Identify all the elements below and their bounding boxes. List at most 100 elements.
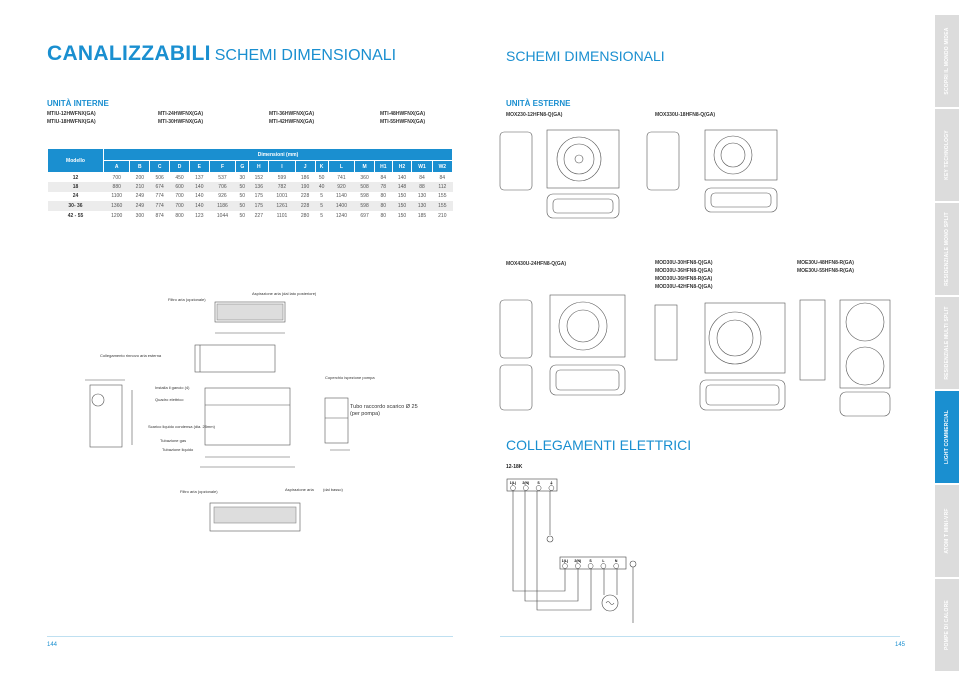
table-cell: 600	[169, 182, 190, 192]
model-cell: 30- 36	[47, 201, 104, 211]
model-header: Modello	[47, 148, 104, 173]
table-cell: 1101	[276, 212, 288, 219]
table-cell: 1001	[276, 193, 288, 200]
table-cell: 50	[318, 174, 325, 181]
indoor-unit-drawing: Filtro aria (opzionale) Aspirazione aria…	[85, 291, 375, 532]
table-cell: 50	[235, 201, 249, 211]
table-cell: 50	[239, 212, 246, 219]
outdoor-model-group-b: MOD30U-30HFN8-Q(GA)MOD30U-36HFN8-Q(GA)MO…	[655, 260, 713, 290]
table-cell: 697	[360, 212, 369, 219]
table-cell: 140	[189, 182, 210, 192]
table-cell: 140	[397, 174, 407, 181]
terminal-screw-icon	[600, 563, 607, 569]
table-cell: 80	[380, 193, 387, 200]
label-pump-cover: Coperchio ispezione pompa	[325, 375, 375, 380]
table-cell: 800	[175, 212, 184, 219]
table-cell: 700	[112, 174, 121, 181]
table-cell: 137	[195, 174, 204, 181]
column-header: K	[314, 160, 329, 173]
side-tab-label: KEY TECHNOLOGY	[944, 130, 950, 180]
table-cell: 150	[392, 201, 412, 211]
table-cell: 88	[411, 182, 433, 192]
indoor-model: MTI-55HWFNX(GA)	[380, 119, 425, 125]
terminal-screw-icon	[575, 563, 581, 569]
column-header: I	[268, 160, 296, 173]
table-cell: 123	[195, 212, 204, 219]
terminal-screw-icon	[535, 485, 542, 491]
table-cell: 150	[397, 212, 407, 219]
table-cell: 1100	[111, 193, 123, 200]
outdoor-model: MOX330U-18HFN8-Q(GA)	[655, 112, 716, 118]
terminal-label: ⏚	[550, 480, 554, 485]
table-cell: 1400	[328, 201, 355, 211]
terminal-screw-icon	[613, 563, 619, 569]
side-tab-label: RESIDENZIALE MONO SPLIT	[944, 212, 950, 286]
model-cell: 24	[72, 193, 79, 200]
side-tab[interactable]: KEY TECHNOLOGY	[935, 109, 959, 201]
terminal-label: 2(N)	[522, 481, 529, 485]
side-tab-label: ATOM T MINI-VRF	[944, 508, 950, 554]
table-cell: 537	[218, 174, 227, 181]
table-cell: 228	[295, 201, 315, 211]
side-tab[interactable]: POMPE DI CALORE	[935, 579, 959, 671]
table-cell: 1261	[268, 201, 296, 211]
label-box: Quadro elettrico	[155, 397, 184, 402]
indoor-model: MTI-48HWFNX(GA)	[380, 111, 425, 117]
model-cell: 12	[72, 174, 79, 181]
table-cell: 84	[419, 174, 425, 181]
table-cell: 112	[432, 182, 453, 192]
indoor-model: MTI-24HWFNX(GA)	[158, 111, 203, 117]
terminal-label: S	[537, 481, 540, 485]
side-tab[interactable]: LIGHT COMMERCIAL	[935, 391, 959, 483]
terminal-label: N	[615, 559, 618, 563]
model-cell: 18	[47, 182, 104, 192]
table-cell: 80	[380, 212, 387, 219]
terminal-label: 1(L)	[562, 559, 568, 563]
outdoor-model-group-c: MOE30U-48HFN8-R(GA)MOE30U-55HFN8-R(GA)	[797, 260, 854, 274]
outdoor-model: MOX430U-24HFN8-Q(GA)	[506, 261, 567, 267]
table-cell: 774	[149, 201, 170, 211]
label-liquid: Tubazione liquido	[162, 447, 194, 452]
footer-rule-left	[47, 636, 453, 637]
wiring-section-title: COLLEGAMENTI ELETTRICI	[506, 437, 692, 453]
table-cell: 78	[374, 182, 393, 192]
table-cell: 210	[129, 182, 150, 192]
side-tab-label: LIGHT COMMERCIAL	[944, 409, 950, 465]
side-tab[interactable]: SCOPRI IL MONDO MIDEA	[935, 15, 959, 107]
column-header: E	[188, 160, 210, 173]
outdoor-model: MOX230-12HFN8-Q(GA)	[506, 112, 563, 118]
table-cell: 227	[254, 212, 263, 219]
indoor-model: MTIU-18HWFNX(GA)	[47, 119, 96, 125]
table-cell: 360	[360, 174, 369, 181]
label-intake-bottom: Aspirazione aria	[285, 487, 314, 492]
table-cell: 249	[129, 201, 150, 211]
table-cell: 598	[360, 193, 369, 200]
indoor-model: MTI-36HWFNX(GA)	[269, 111, 314, 117]
terminal-screw-icon	[562, 563, 568, 569]
table-cell: 926	[218, 193, 227, 200]
table-cell: 152	[254, 174, 263, 181]
table-cell: 50	[235, 182, 249, 192]
label-gas: Tubazione gas	[160, 438, 186, 443]
table-cell: 506	[155, 174, 164, 181]
table-cell: 674	[149, 182, 170, 192]
label-hook: Installa il gancio (4)	[155, 385, 190, 390]
table-cell: 175	[248, 201, 269, 211]
side-tab[interactable]: ATOM T MINI-VRF	[935, 485, 959, 577]
side-tab[interactable]: RESIDENZIALE MONO SPLIT	[935, 203, 959, 295]
column-header: W1	[411, 160, 433, 173]
column-header: G	[235, 160, 250, 173]
terminal-label: 1(L)	[510, 481, 516, 485]
table-cell: 130	[411, 201, 433, 211]
label-drain: Scarico liquido condensa (dia. 25mm)	[148, 424, 216, 429]
column-header: F	[208, 160, 237, 173]
side-tab-label: SCOPRI IL MONDO MIDEA	[944, 27, 950, 95]
table-cell: 155	[432, 201, 453, 211]
column-header: W2	[431, 160, 454, 173]
table-cell: 774	[155, 193, 164, 200]
section-tabs: SCOPRI IL MONDO MIDEA KEY TECHNOLOGY RESID…	[935, 15, 959, 673]
column-header: A	[102, 160, 131, 173]
side-tab[interactable]: RESIDENZIALE MULTI SPLIT	[935, 297, 959, 389]
